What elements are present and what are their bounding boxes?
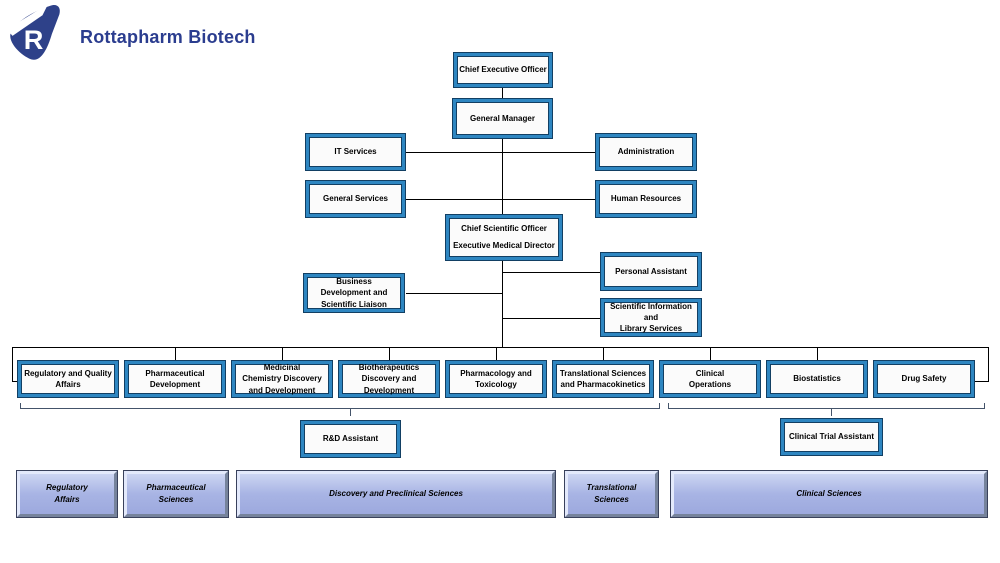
node-regulatory-quality-affairs: Regulatory and Quality Affairs (17, 360, 119, 398)
area-translational-sciences: Translational Sciences (564, 470, 659, 518)
connector-tick (389, 347, 390, 360)
node-general-manager: General Manager (452, 98, 553, 139)
connector-scientific-information (502, 318, 600, 319)
node-pharmacology-toxicology: Pharmacology and Toxicology (445, 360, 547, 398)
node-medicinal-chemistry: Medicinal Chemistry Discovery and Develo… (231, 360, 333, 398)
node-chief-executive-officer: Chief Executive Officer (453, 52, 553, 88)
bracket-tick-rd (350, 408, 351, 416)
bracket-cap (659, 403, 660, 409)
node-business-development: Business Development and Scientific Liai… (303, 273, 405, 313)
node-scientific-information: Scientific Information and Library Servi… (600, 298, 702, 337)
bracket-cap (668, 403, 669, 409)
node-biostatistics: Biostatistics (766, 360, 868, 398)
area-discovery-preclinical-sciences: Discovery and Preclinical Sciences (236, 470, 556, 518)
area-regulatory-affairs: Regulatory Affairs (16, 470, 118, 518)
connector-tick (496, 347, 497, 360)
node-human-resources: Human Resources (595, 180, 697, 218)
node-clinical-trial-assistant: Clinical Trial Assistant (780, 418, 883, 456)
connector-departments-rail (12, 347, 988, 348)
node-drug-safety: Drug Safety (873, 360, 975, 398)
bracket-cap (20, 403, 21, 409)
bracket-tick-clinical (831, 408, 832, 416)
connector-left-stub (12, 381, 18, 382)
connector-tick (282, 347, 283, 360)
connector-ceo-gm (502, 88, 503, 98)
brand-title: Rottapharm Biotech (80, 27, 256, 47)
connector-right-elbow (988, 347, 989, 382)
node-personal-assistant: Personal Assistant (600, 252, 702, 291)
node-rd-assistant: R&D Assistant (300, 420, 401, 458)
node-it-services: IT Services (305, 133, 406, 171)
node-administration: Administration (595, 133, 697, 171)
area-clinical-sciences: Clinical Sciences (670, 470, 988, 518)
connector-tick (817, 347, 818, 360)
bracket-clinical-group (668, 408, 985, 409)
node-pharmaceutical-development: Pharmaceutical Development (124, 360, 226, 398)
connector-tick (710, 347, 711, 360)
node-clinical-operations: Clinical Operations (659, 360, 761, 398)
node-general-services: General Services (305, 180, 406, 218)
connector-tick (603, 347, 604, 360)
connector-gs-hr (406, 199, 595, 200)
connector-tick (175, 347, 176, 360)
connector-right-stub (975, 381, 988, 382)
node-biotherapeutics: Biotherapeutics Discovery and Developmen… (338, 360, 440, 398)
connector-business-development (406, 293, 502, 294)
area-pharmaceutical-sciences: Pharmaceutical Sciences (123, 470, 229, 518)
connector-personal-assistant (502, 272, 600, 273)
connector-it-admin (406, 152, 595, 153)
node-chief-scientific-officer: Chief Scientific Officer Executive Medic… (445, 214, 563, 261)
rottapharm-logo-icon: R (6, 4, 60, 60)
connector-left-elbow (12, 347, 13, 382)
bracket-cap (984, 403, 985, 409)
logo-letter: R (24, 24, 44, 55)
node-translational-sciences-pk: Translational Sciences and Pharmacokinet… (552, 360, 654, 398)
bracket-rd-group (20, 408, 660, 409)
